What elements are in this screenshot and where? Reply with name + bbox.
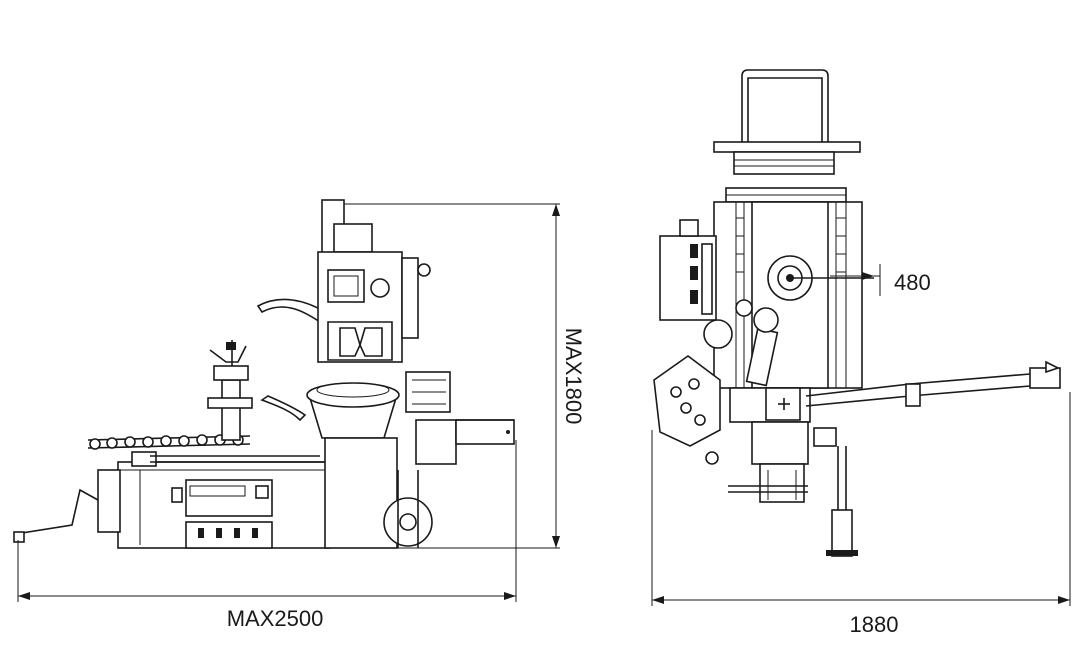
- tool-arm-upper: [256, 298, 327, 324]
- side-view: MAX2500 MAX1800: [13, 199, 586, 631]
- display-screen: [327, 269, 365, 303]
- tool-arm-lower: [260, 395, 307, 422]
- height-side-label: MAX1800: [561, 328, 586, 425]
- arm-offset-label: 480: [894, 270, 931, 295]
- bead-pusher-arm: [455, 419, 515, 445]
- turntable-column: [221, 379, 241, 441]
- rail-beads: [89, 434, 244, 450]
- bead-tool-head: [653, 355, 721, 447]
- width-front-label: 1880: [850, 612, 899, 637]
- lift-cylinder: [831, 509, 853, 557]
- top-shelf: [713, 141, 861, 153]
- width-side-label: MAX2500: [227, 606, 324, 631]
- arm-end-control: [1029, 367, 1061, 389]
- top-handle: [741, 69, 829, 150]
- front-view: 480: [651, 69, 1071, 637]
- crank-handle: [17, 488, 99, 541]
- crank-housing: [97, 469, 121, 533]
